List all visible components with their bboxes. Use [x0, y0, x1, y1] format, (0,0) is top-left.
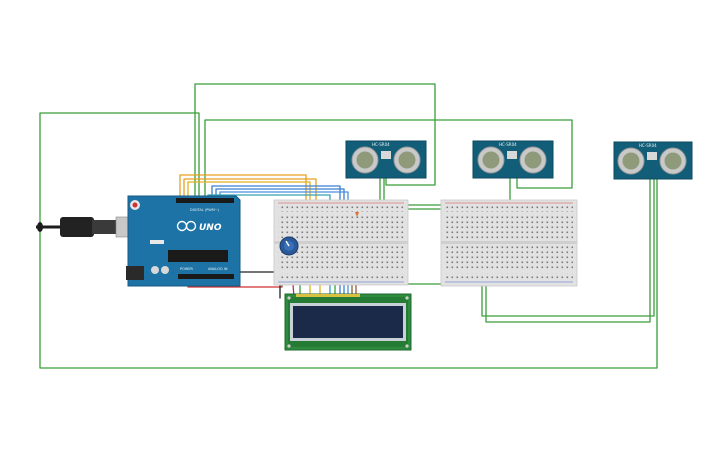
ultrasonic-sensor-1[interactable]: HC-SR04 [345, 140, 427, 179]
sensor-2-label: HC-SR04 [499, 142, 517, 147]
arduino-analog-label: ANALOG IN [208, 267, 228, 271]
breadboard-left[interactable] [273, 199, 409, 286]
arduino-header-label: DIGITAL (PWM~) [190, 208, 220, 212]
breadboard-right[interactable] [440, 199, 578, 287]
lcd-display[interactable] [284, 293, 412, 351]
sensor-1-label: HC-SR04 [372, 142, 390, 147]
arduino-uno-board[interactable]: UNO DIGITAL (PWM~) POWER ANALOG IN [126, 195, 241, 287]
wire-right-sensor-b[interactable] [481, 177, 655, 317]
potentiometer-icon[interactable] [279, 236, 299, 256]
arduino-brand: UNO [199, 223, 222, 233]
usb-cable-icon [36, 216, 139, 238]
wire-mid-loop[interactable] [204, 119, 573, 201]
wire-right-sensor-a[interactable] [485, 177, 651, 323]
wire-orange-1[interactable] [179, 174, 307, 221]
wire-top-loop[interactable] [194, 83, 436, 201]
wire-gnd-loop[interactable] [39, 112, 658, 369]
ultrasonic-sensor-2[interactable]: HC-SR04 [472, 140, 554, 179]
led-marker-icon [355, 212, 359, 217]
ultrasonic-sensor-3[interactable]: HC-SR04 [613, 141, 693, 180]
arduino-power-label: POWER [180, 267, 194, 271]
sensor-3-label: HC-SR04 [639, 143, 657, 148]
